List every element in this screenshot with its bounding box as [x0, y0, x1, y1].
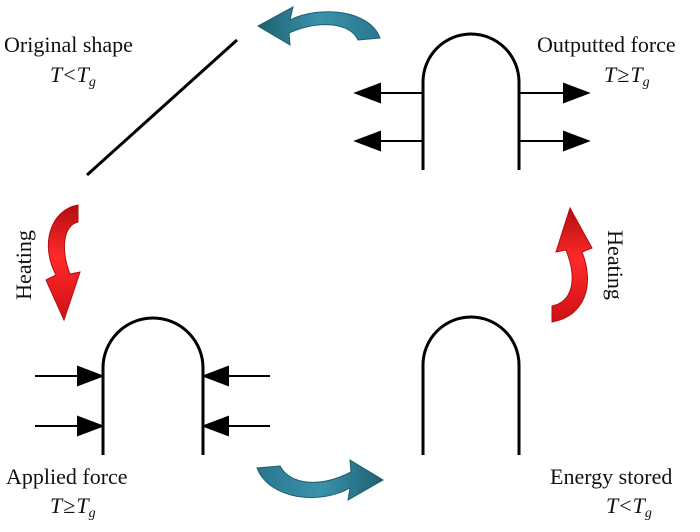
- outputted-force-arrows: [353, 82, 591, 152]
- cond-tg: T: [632, 493, 645, 518]
- teal-arrow-bottom: [256, 459, 384, 501]
- energy-stored-shape: [421, 315, 521, 455]
- cond-tg-sub: g: [88, 506, 96, 521]
- teal-arrow-top: [256, 6, 381, 46]
- cond-tg-sub: g: [644, 506, 652, 521]
- outputted-condition: T≥Tg: [604, 64, 650, 90]
- cond-t: T: [604, 62, 617, 87]
- applied-force-label: Applied force: [6, 464, 128, 489]
- outputted-force-label: Outputted force: [537, 32, 676, 57]
- red-arrow-right: [551, 206, 593, 323]
- energy-condition: T<Tg: [606, 495, 652, 521]
- heating-right-label: Heating: [602, 230, 628, 300]
- heating-left-label: Heating: [10, 230, 36, 300]
- cond-tg: T: [630, 62, 643, 87]
- original-shape-label: Original shape: [4, 32, 133, 57]
- cond-t: T: [50, 62, 63, 87]
- cond-tg-sub: g: [88, 75, 96, 90]
- outputted-force-shape: [421, 32, 521, 170]
- applied-force-arrows: [35, 365, 270, 437]
- cond-tg: T: [76, 493, 89, 518]
- red-arrow-left: [45, 204, 81, 322]
- original-shape-line: [85, 38, 239, 177]
- cond-op: ≥: [617, 62, 630, 87]
- cond-t: T: [606, 493, 619, 518]
- cond-op: <: [619, 493, 632, 518]
- applied-force-shape: [101, 316, 205, 455]
- energy-stored-label: Energy stored: [550, 464, 673, 489]
- applied-condition: T≥Tg: [50, 495, 96, 521]
- cond-op: ≥: [63, 493, 76, 518]
- cond-tg: T: [76, 62, 89, 87]
- original-condition: T<Tg: [50, 64, 96, 90]
- cond-tg-sub: g: [642, 75, 650, 90]
- cond-t: T: [50, 493, 63, 518]
- cond-op: <: [63, 62, 76, 87]
